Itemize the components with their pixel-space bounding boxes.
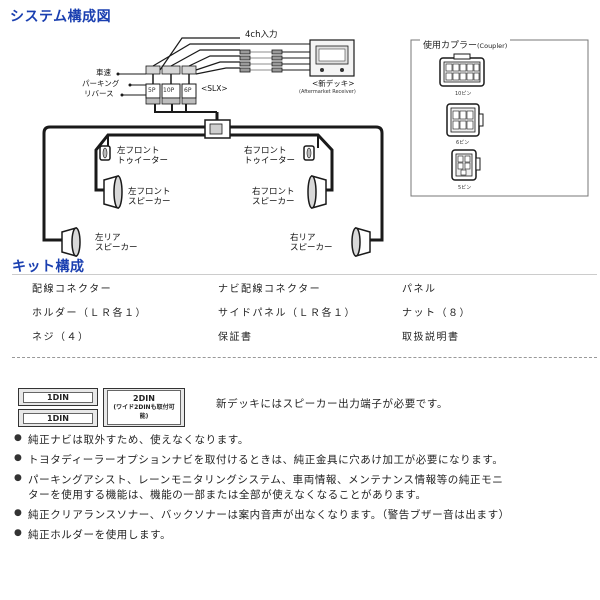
right-tweeter — [303, 145, 315, 161]
right-rear-speaker — [351, 227, 371, 257]
coupler-5pin-shape — [451, 149, 481, 181]
harness-left-front — [94, 133, 215, 192]
coupler-10pin-shape — [439, 53, 485, 87]
list-item: ● パーキングアシスト、レーンモニタリングシステム、車両情報、メンテナンス情報等… — [14, 473, 504, 501]
connector-6p-label: 6P — [184, 87, 192, 94]
kit-item: パネル — [402, 284, 437, 295]
wire-parking-label: パーキング — [82, 79, 120, 88]
notes-list: ● 純正ナビは取外すため、使えなくなります。 ● トヨタディーラーオプションナビ… — [14, 433, 514, 543]
kit-item: 保証書 — [218, 332, 253, 343]
list-item: ● トヨタディーラーオプションナビを取付けるときは、純正金具に穴あけ加工が必要に… — [14, 453, 504, 466]
system-diagram — [42, 37, 589, 257]
connector-10p-label: 10P — [163, 87, 175, 94]
harness-right-loop — [230, 125, 384, 242]
slx-label: <SLX> — [201, 84, 228, 93]
right-front-speaker — [307, 175, 327, 209]
din2-badge: 2DIN (ワイド2DINも取付可能) — [103, 388, 185, 427]
coupler-10pin-label: 10ピン — [455, 91, 472, 97]
wire-speed-label: 車速 — [96, 68, 111, 77]
kit-section-title: キット構成 — [12, 259, 85, 275]
coupler-6pin-shape — [446, 103, 484, 137]
kit-item: ナット（８） — [402, 308, 471, 319]
aftermarket-receiver-label: (Aftermarket Receiver) — [299, 89, 356, 95]
kit-item: ナビ配線コネクター — [218, 284, 322, 295]
kit-item: ネジ（４） — [32, 332, 90, 343]
kit-item: 取扱説明書 — [402, 332, 460, 343]
left-front-speaker — [103, 175, 123, 209]
list-item: ● 純正ナビは取外すため、使えなくなります。 — [14, 433, 249, 446]
left-front-speaker-label: 左フロントスピーカー — [128, 187, 171, 207]
harness-right-front — [230, 133, 334, 192]
new-deck-label: <新デッキ> — [312, 79, 355, 88]
din1-badge-top: 1DIN — [18, 388, 98, 406]
connector-5p-label: 5P — [148, 87, 156, 94]
kit-item: 配線コネクター — [32, 284, 113, 295]
kit-bottom-divider — [12, 357, 597, 358]
coupler-5pin-label: 5ピン — [458, 185, 472, 191]
right-front-speaker-label: 右フロントスピーカー — [252, 187, 295, 207]
coupler-6pin-label: 6ピン — [456, 140, 470, 146]
speaker-terminal-note: 新デッキにはスピーカー出力端子が必要です。 — [216, 398, 449, 410]
input-4ch-label: 4ch入力 — [245, 30, 278, 40]
system-diagram-title: システム構成図 — [10, 9, 112, 25]
kit-item: ホルダー（ＬＲ各１） — [32, 308, 147, 319]
list-item: ● 純正クリアランスソナー、バックソナーは案内音声が出なくなります。（警告ブザー… — [14, 508, 510, 521]
left-front-tweeter-label: 左フロントトゥイーター — [117, 146, 169, 166]
left-tweeter — [99, 145, 111, 161]
harness-left-loop — [42, 125, 215, 242]
list-item: ● 純正ホルダーを使用します。 — [14, 528, 172, 541]
right-rear-speaker-label: 右リアスピーカー — [290, 233, 333, 253]
left-rear-speaker-label: 左リアスピーカー — [95, 233, 138, 253]
kit-item: サイドパネル（ＬＲ各１） — [218, 308, 356, 319]
coupler-panel — [410, 39, 589, 197]
coupler-title: 使用カプラー(Coupler) — [420, 38, 511, 51]
right-front-tweeter-label: 右フロントトゥイーター — [244, 146, 296, 166]
left-rear-speaker — [61, 227, 81, 257]
din1-badge-bottom: 1DIN — [18, 409, 98, 427]
kit-top-divider — [12, 274, 597, 275]
wire-reverse-label: リバース — [84, 89, 114, 98]
